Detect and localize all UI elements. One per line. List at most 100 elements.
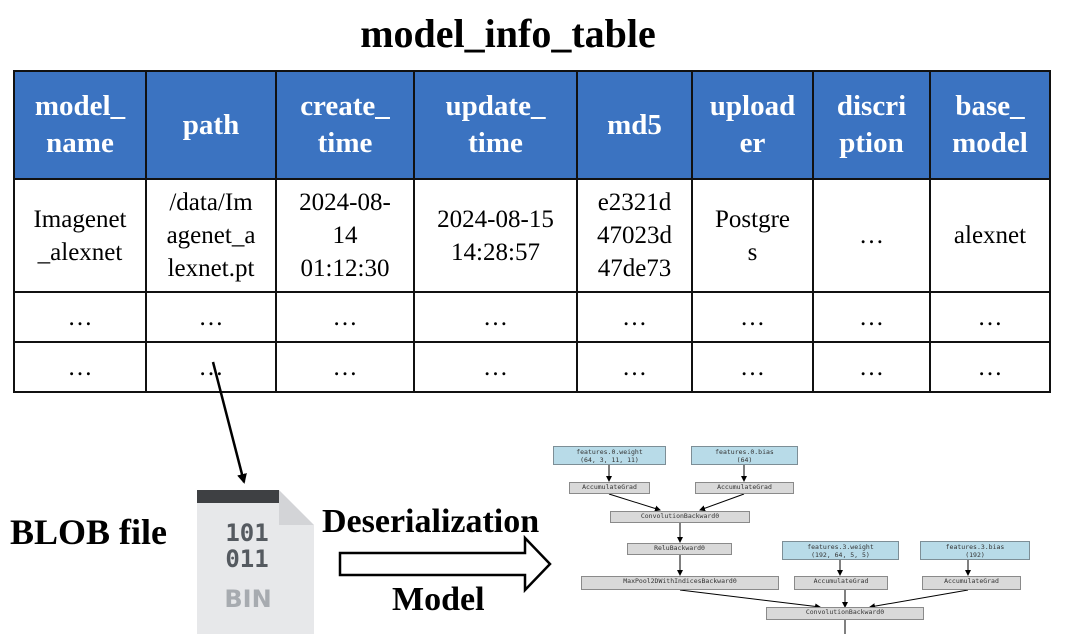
- text-line: …: [332, 303, 358, 331]
- bits-line-2: 011: [225, 545, 269, 573]
- text-line: er: [739, 127, 766, 159]
- text-line: MaxPool2DWithIndicesBackward0: [623, 577, 737, 585]
- text-line: 14: [332, 222, 358, 249]
- text-line: Imagenet: [33, 205, 127, 233]
- text-line: features.3.bias: [945, 543, 1005, 551]
- text-line: …: [198, 353, 224, 381]
- text-line: 01:12:30: [300, 255, 390, 282]
- table-cell: …: [275, 341, 415, 393]
- table-cell: Postgre s: [691, 178, 814, 293]
- text-line: model: [952, 127, 1028, 159]
- text-line: /data/Im: [169, 189, 253, 216]
- text-line: features.0.weight: [576, 448, 643, 456]
- model-label: Model: [392, 581, 485, 618]
- text-line: …: [622, 353, 647, 381]
- text-line: ConvolutionBackward0: [805, 608, 885, 616]
- text-line: …: [483, 303, 508, 331]
- text-line: 47de73: [597, 255, 672, 282]
- graph-node-convolution-backward: ConvolutionBackward0: [610, 511, 750, 523]
- table-row: … … … … … … … …: [13, 341, 1051, 393]
- text-line: (192, 64, 5, 5): [811, 551, 870, 559]
- text-line: (64, 3, 11, 11): [580, 456, 639, 464]
- binary-digits: 101 011: [197, 520, 297, 572]
- deserialization-arrow: [338, 534, 552, 594]
- column-header: path: [145, 70, 277, 180]
- text-line: …: [740, 303, 765, 331]
- table-cell: …: [413, 341, 578, 393]
- graph-node-relu-backward: ReluBackward0: [627, 543, 732, 555]
- text-line: 14:28:57: [451, 238, 540, 266]
- text-line: 47023d: [597, 222, 672, 249]
- graph-node-accumulate-grad: AccumulateGrad: [794, 576, 888, 590]
- column-header: model_name: [13, 70, 147, 180]
- graph-node-features-0-bias: features.0.bias(64): [691, 446, 798, 465]
- text-line: alexnet: [953, 222, 1027, 249]
- path-to-blob-arrow: [211, 361, 247, 484]
- graph-node-accumulate-grad: AccumulateGrad: [695, 482, 794, 494]
- text-line: AccumulateGrad: [813, 577, 869, 585]
- text-line: …: [740, 353, 765, 381]
- file-folded-corner: [279, 490, 314, 525]
- text-line: e2321d: [597, 189, 672, 216]
- graph-edge: [679, 589, 821, 610]
- text-line: …: [859, 222, 884, 249]
- text-line: (64): [736, 456, 753, 464]
- bin-label: BIN: [224, 585, 272, 613]
- graph-edge: [699, 493, 745, 512]
- text-line: …: [332, 353, 358, 381]
- table-cell: …: [691, 341, 814, 393]
- text-line: s: [747, 238, 758, 266]
- table-cell: Imagenet_alexnet: [13, 178, 147, 293]
- text-line: lexnet.pt: [167, 255, 255, 282]
- text-line: time: [468, 127, 523, 159]
- table-cell: …: [812, 341, 931, 393]
- table-cell: …: [413, 291, 578, 343]
- text-line: AccumulateGrad: [717, 483, 772, 491]
- text-line: ReluBackward0: [654, 544, 705, 552]
- text-line: AccumulateGrad: [582, 483, 637, 491]
- deserialization-label: Deserialization: [322, 503, 540, 540]
- text-line: path: [182, 108, 240, 141]
- table-cell: …: [13, 291, 147, 343]
- text-line: base_: [955, 90, 1025, 122]
- table-cell: …: [576, 291, 693, 343]
- graph-node-convolution-backward: ConvolutionBackward0: [766, 607, 924, 620]
- text-line: …: [977, 353, 1003, 381]
- text-line: …: [622, 303, 647, 331]
- text-line: create_: [300, 90, 390, 122]
- binary-file-icon: 101 011 BIN: [197, 490, 314, 634]
- column-header: md5: [576, 70, 693, 180]
- table-cell: …: [145, 291, 277, 343]
- text-line: …: [67, 353, 93, 381]
- table-cell: …: [929, 341, 1051, 393]
- graph-node-accumulate-grad: AccumulateGrad: [922, 576, 1021, 590]
- column-header: upload er: [691, 70, 814, 180]
- text-line: Postgre: [715, 205, 790, 233]
- column-header: base_model: [929, 70, 1051, 180]
- table-cell: …: [13, 341, 147, 393]
- text-line: md5: [607, 108, 662, 141]
- table-cell: …: [812, 291, 931, 343]
- graph-node-maxpool-backward: MaxPool2DWithIndicesBackward0: [581, 576, 779, 590]
- blob-file-label: BLOB file: [10, 512, 168, 552]
- table-cell: e2321d 47023d 47de73: [576, 178, 693, 293]
- graph-edge: [608, 493, 661, 512]
- text-line: …: [483, 353, 508, 381]
- text-line: …: [977, 303, 1003, 331]
- table-cell: alexnet: [929, 178, 1051, 293]
- table-cell: …: [691, 291, 814, 343]
- text-line: …: [859, 353, 884, 381]
- file-top-bar: [197, 490, 279, 503]
- graph-node-features-3-bias: features.3.bias(192): [920, 541, 1030, 560]
- bits-line-1: 101: [225, 519, 269, 547]
- table-cell: …: [812, 178, 931, 293]
- table-row: ……………………: [13, 291, 1051, 343]
- text-line: upload: [709, 90, 796, 122]
- graph-node-features-0-weight: features.0.weight(64, 3, 11, 11): [553, 446, 666, 465]
- text-line: ConvolutionBackward0: [640, 512, 720, 520]
